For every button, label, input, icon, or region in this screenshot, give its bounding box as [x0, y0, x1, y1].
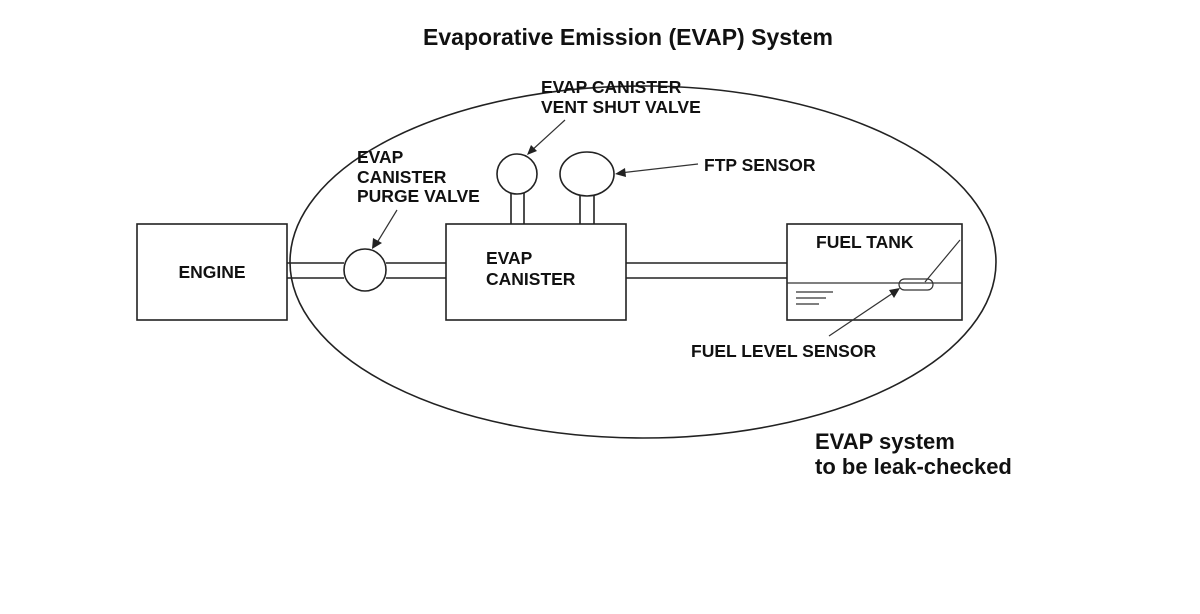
- fuel-tank: [786, 223, 963, 321]
- engine-purge-line: [287, 262, 344, 279]
- diagram-title: Evaporative Emission (EVAP) System: [423, 24, 833, 50]
- canister-tank-line: [626, 262, 787, 279]
- ftp-sensor-pointer: [615, 163, 699, 177]
- purge-valve-label: EVAP CANISTER PURGE VALVE: [357, 147, 480, 206]
- fuel-level-line: [787, 282, 962, 305]
- fuel-level-sensor-pointer: [828, 288, 900, 337]
- vent-shut-valve-label: EVAP CANISTER VENT SHUT VALVE: [541, 77, 701, 117]
- ftp-sensor: [559, 151, 615, 197]
- purge-valve: [343, 248, 387, 292]
- fuel-tank-label: FUEL TANK: [816, 232, 914, 252]
- vent-valve-pointer: [527, 119, 566, 155]
- ftp-sensor-label: FTP SENSOR: [704, 155, 816, 175]
- engine-label: ENGINE: [178, 262, 245, 282]
- fuel-level-sensor-label: FUEL LEVEL SENSOR: [691, 341, 876, 361]
- engine-block: [136, 223, 288, 321]
- evap-canister: [445, 223, 627, 321]
- purge-valve-pointer: [372, 209, 398, 249]
- leak-check-caption: EVAP system to be leak-checked: [815, 429, 1012, 479]
- leak-check-boundary: [289, 85, 997, 439]
- purge-canister-line: [386, 262, 446, 279]
- vent-shut-valve: [496, 153, 538, 195]
- vent-valve-tube: [510, 193, 525, 224]
- evap-canister-label: EVAP CANISTER: [486, 248, 576, 289]
- ftp-sensor-tube: [579, 195, 595, 224]
- fuel-level-sensor: [898, 239, 961, 291]
